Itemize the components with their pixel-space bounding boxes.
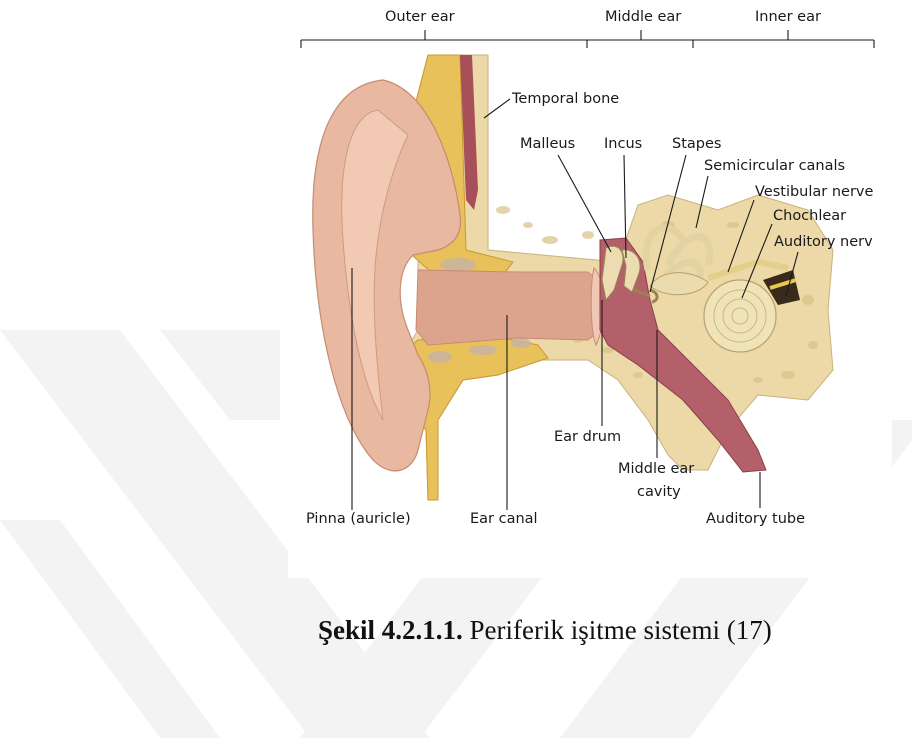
label-middle-ear-cavity-2: cavity <box>637 484 681 500</box>
fat-tissue-lower <box>406 335 548 500</box>
label-vestibular-nerve: Vestibular nerve <box>755 184 874 200</box>
cochlea-shape <box>704 280 776 352</box>
caption-number: Şekil 4.2.1.1. <box>318 615 463 645</box>
label-middle-ear-cavity-1: Middle ear <box>618 461 694 477</box>
section-middle-ear: Middle ear <box>605 9 681 25</box>
label-chochlear: Chochlear <box>773 208 846 224</box>
label-malleus: Malleus <box>520 136 575 152</box>
label-pinna: Pinna (auricle) <box>306 511 411 527</box>
figure-caption: Şekil 4.2.1.1. Periferik işitme sistemi … <box>318 615 898 646</box>
section-bracket <box>301 30 874 48</box>
label-auditory-nerv: Auditory nerv <box>774 234 873 250</box>
label-semicircular-canals: Semicircular canals <box>704 158 845 174</box>
label-stapes: Stapes <box>672 136 721 152</box>
ear-canal-shape <box>416 270 600 345</box>
ear-anatomy-figure: Outer ear Middle ear Inner ear <box>288 0 892 578</box>
label-ear-drum: Ear drum <box>554 429 621 445</box>
label-incus: Incus <box>604 136 642 152</box>
section-inner-ear: Inner ear <box>755 9 821 25</box>
section-outer-ear: Outer ear <box>385 9 455 25</box>
caption-text: Periferik işitme sistemi (17) <box>463 615 772 645</box>
label-temporal-bone: Temporal bone <box>511 91 619 107</box>
label-auditory-tube: Auditory tube <box>706 511 805 527</box>
label-ear-canal: Ear canal <box>470 511 538 527</box>
ear-anatomy-diagram: Outer ear Middle ear Inner ear <box>288 0 892 578</box>
